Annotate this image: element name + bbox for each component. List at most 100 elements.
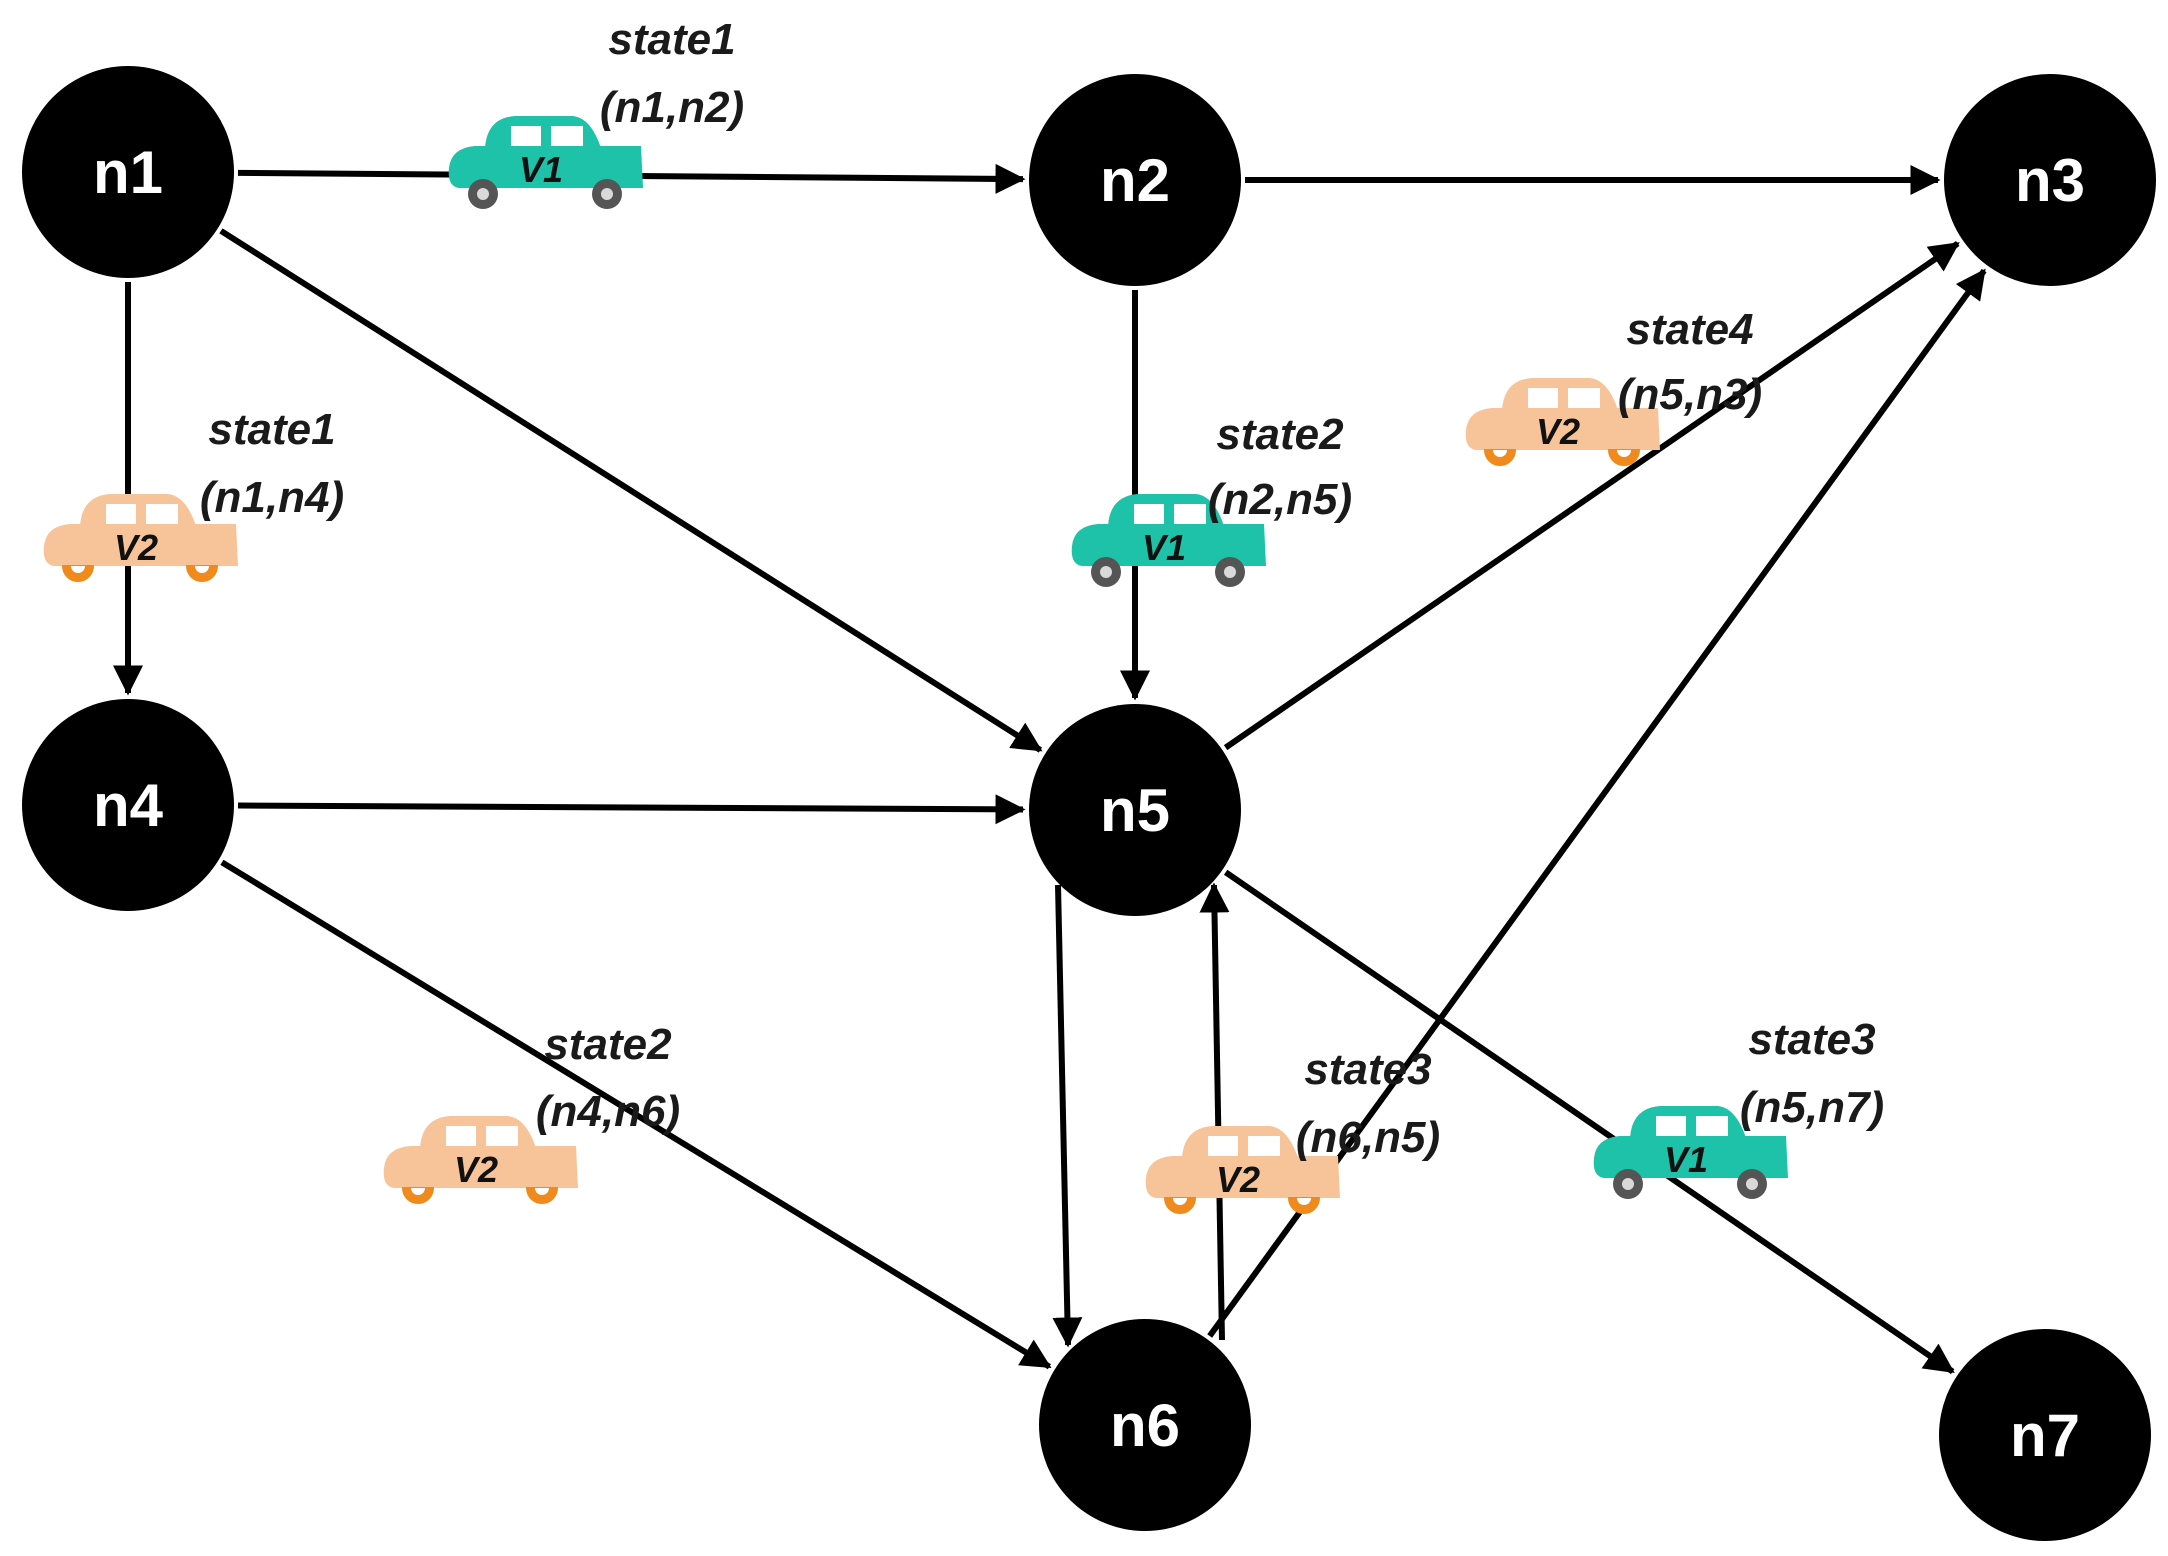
edge-n1-n5 (219, 228, 1043, 753)
car-wheel-hub (1493, 450, 1507, 457)
car-icon: V1 (1071, 494, 1266, 587)
state-annotation: state2 (n2,n5) (1208, 410, 1352, 524)
car-body (43, 524, 238, 566)
edge-n5-n3 (1223, 241, 1960, 751)
vehicle-label: V2 (454, 1149, 498, 1190)
state-name: state1 (208, 405, 335, 454)
car-wheel-hub (477, 188, 489, 200)
car-cabin (80, 494, 196, 526)
edge-n5-n7 (1223, 869, 1955, 1375)
state-name: state1 (608, 15, 735, 64)
car-cabin (420, 1116, 536, 1148)
nodes-layer: n1 n2 n3 n4 n5 n6 n7 (22, 66, 2156, 1541)
car-icon: V2 (1145, 1126, 1340, 1214)
car-wheel (1287, 1197, 1321, 1214)
car-cabin (1108, 494, 1224, 526)
car-icon: V2 (383, 1116, 578, 1204)
node-circle (1939, 1329, 2151, 1541)
state-annotation: state2 (n4,n6) (536, 1020, 680, 1136)
node-circle (1029, 704, 1241, 916)
state-annotation: state3 (n5,n7) (1740, 1015, 1884, 1132)
state-edge: (n1,n2) (600, 83, 744, 132)
node-label: n6 (1110, 1392, 1180, 1459)
state-name: state3 (1748, 1015, 1875, 1064)
state-edge: (n4,n6) (536, 1087, 680, 1136)
node-label: n3 (2015, 147, 2085, 214)
state-name: state3 (1304, 1045, 1431, 1094)
car-body (383, 1146, 578, 1188)
vehicle-label: V2 (1216, 1159, 1260, 1200)
node-label: n7 (2010, 1402, 2080, 1469)
node-n1: n1 (22, 66, 234, 278)
edges-layer (113, 163, 1987, 1375)
edge-n4-n5 (237, 794, 1026, 825)
car-cabin (485, 116, 601, 148)
node-label: n4 (93, 772, 164, 839)
edge-n4-n6 (220, 859, 1052, 1370)
node-n7: n7 (1939, 1329, 2151, 1541)
state-edge: (n5,n7) (1740, 1083, 1884, 1132)
car-wheel-hub (1622, 1178, 1634, 1190)
edge-n6-n3 (1207, 268, 1987, 1338)
node-circle (1039, 1319, 1251, 1531)
node-label: n1 (93, 139, 163, 206)
state-edge: (n1,n4) (200, 473, 344, 522)
vehicle-label: V2 (1536, 411, 1580, 452)
vehicle-label: V1 (1142, 527, 1186, 568)
car-body (448, 146, 643, 188)
car-wheel-hub (71, 566, 85, 573)
car-icon: V1 (1593, 1106, 1788, 1199)
car-body (1593, 1136, 1788, 1178)
state-name: state4 (1626, 305, 1753, 354)
car-wheel-hub (411, 1188, 425, 1195)
node-n3: n3 (1944, 74, 2156, 286)
node-n5: n5 (1029, 704, 1241, 916)
vehicle-label: V1 (519, 149, 563, 190)
vehicle-label: V1 (1664, 1139, 1708, 1180)
node-circle (1029, 74, 1241, 286)
car-wheel-hub (1173, 1198, 1187, 1205)
car-wheel-hub (1746, 1178, 1758, 1190)
car-cabin (1502, 378, 1618, 410)
node-label: n2 (1100, 147, 1170, 214)
node-n4: n4 (22, 699, 234, 911)
car-cabin (1182, 1126, 1298, 1158)
edge-n5-n6 (1052, 884, 1083, 1348)
car-wheel-hub (1617, 450, 1631, 457)
car-body (1145, 1156, 1340, 1198)
node-label: n5 (1100, 777, 1170, 844)
car-wheel (185, 565, 219, 582)
state-edge: (n2,n5) (1208, 475, 1352, 524)
car-wheel (1483, 449, 1517, 466)
node-circle (22, 66, 234, 278)
state-annotation: state4(n5,n3) (1618, 305, 1762, 419)
edge-n6-n5 (1199, 882, 1230, 1341)
car-body (1465, 408, 1660, 450)
node-circle (1944, 74, 2156, 286)
state-annotation: state1 (n1,n4) (200, 405, 344, 522)
state-labels-layer: state1(n1,n2)state1(n1,n4)state2(n2,n5)s… (200, 15, 1884, 1162)
car-wheel-hub (1100, 566, 1112, 578)
car-wheel-hub (195, 566, 209, 573)
node-n2: n2 (1029, 74, 1241, 286)
state-annotation: state1 (n1,n2) (600, 15, 744, 132)
state-name: state2 (1216, 410, 1344, 459)
node-n6: n6 (1039, 1319, 1251, 1531)
vehicle-label: V2 (114, 527, 158, 568)
node-circle (22, 699, 234, 911)
car-cabin (1630, 1106, 1746, 1138)
car-icon: V2 (1465, 378, 1660, 466)
car-wheel (1607, 449, 1641, 466)
car-wheel (1163, 1197, 1197, 1214)
car-body (1071, 524, 1266, 566)
car-icon: V1 (448, 116, 643, 209)
car-wheel-hub (1224, 566, 1236, 578)
car-wheel (401, 1187, 435, 1204)
car-wheel (525, 1187, 559, 1204)
car-wheel-hub (1297, 1198, 1311, 1205)
car-icon: V2 (43, 494, 238, 582)
state-edge: (n6,n5) (1296, 1113, 1440, 1162)
car-wheel (61, 565, 95, 582)
state-name: state2 (544, 1020, 672, 1069)
